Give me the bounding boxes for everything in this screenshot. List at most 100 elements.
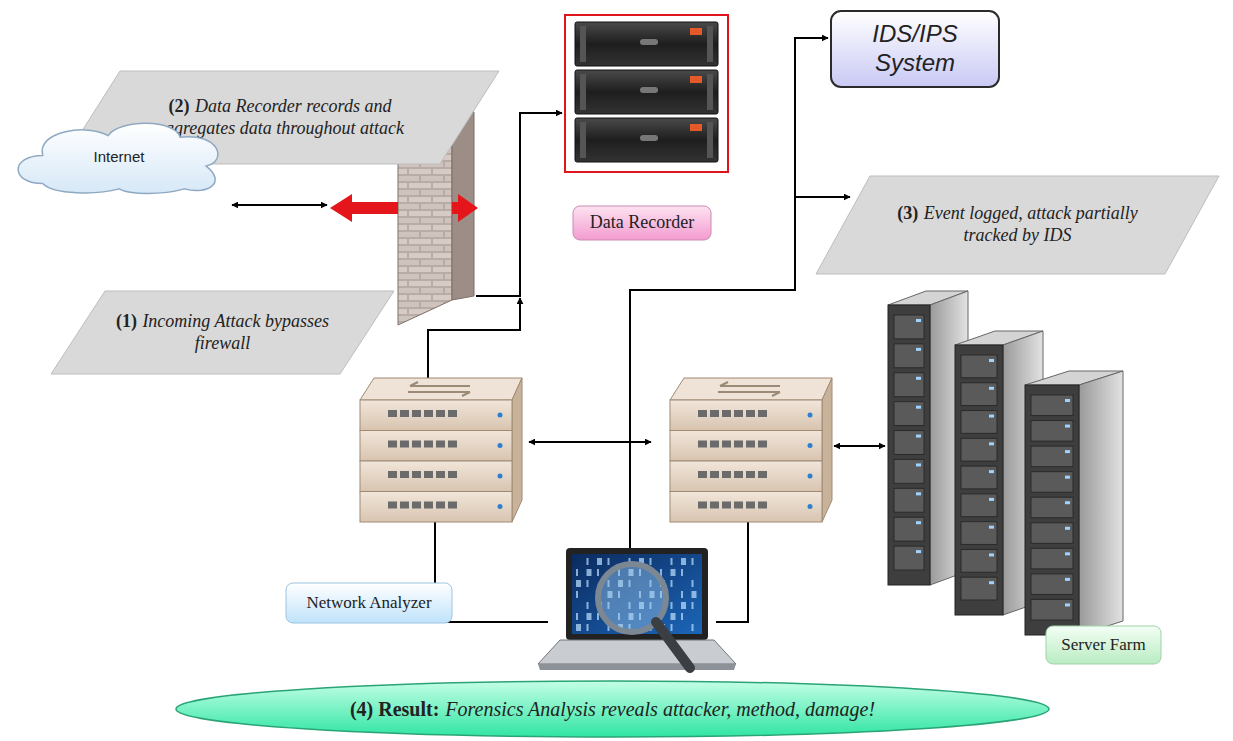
recorder-server (580, 26, 586, 62)
server-rack (1065, 527, 1070, 530)
network-switch (746, 410, 755, 417)
network-switch (718, 382, 780, 396)
analyzer-laptop (566, 548, 708, 640)
network-switch (360, 378, 832, 522)
node-outline (286, 583, 452, 623)
callout-number: (1) (116, 311, 137, 331)
server-rack (989, 498, 994, 501)
network-switch (412, 410, 421, 417)
network-switch (758, 471, 767, 478)
analyzer-laptop (692, 602, 694, 609)
node-outline (51, 291, 394, 374)
component-label: Network Analyzer (285, 582, 453, 624)
analyzer-laptop (681, 558, 686, 565)
analyzer-laptop (681, 613, 683, 620)
server-rack (1031, 497, 1073, 518)
recorder-server (580, 122, 586, 158)
network-switch (808, 413, 813, 418)
server-rack (961, 438, 997, 461)
network-wire (529, 441, 651, 443)
network-switch (412, 441, 421, 448)
network-wire (428, 298, 520, 378)
network-switch (698, 471, 707, 478)
recorder-server (690, 28, 702, 35)
network-switch (722, 471, 731, 478)
network-switch (670, 378, 832, 400)
server-rack (961, 577, 997, 600)
network-switch (498, 443, 503, 448)
network-switch (808, 474, 813, 479)
callout-number: (2) (169, 96, 190, 116)
node-outline (573, 206, 711, 240)
server-rack (894, 315, 924, 339)
analyzer-laptop (671, 558, 673, 565)
analyzer-laptop (597, 569, 599, 576)
network-switch (400, 410, 409, 417)
component-label: Server Farm (1045, 625, 1162, 665)
server-rack (961, 522, 997, 545)
server-rack (961, 383, 997, 406)
component-label: Data Recorder (572, 205, 712, 241)
network-switch (360, 492, 512, 523)
server-rack (989, 526, 994, 529)
server-rack (961, 549, 997, 572)
server-rack (916, 492, 921, 495)
network-switch (400, 471, 409, 478)
highlight-frame (565, 15, 728, 172)
server-rack (989, 470, 994, 473)
node-outline (18, 123, 218, 193)
network-switch (388, 410, 397, 417)
server-rack (989, 387, 994, 390)
network-switch (758, 502, 767, 509)
server-rack (916, 406, 921, 409)
network-switch (710, 502, 719, 509)
analyzer-laptop (576, 624, 581, 631)
network-switch (722, 441, 731, 448)
recorder-server (707, 122, 713, 158)
network-switch (360, 400, 512, 431)
network-switch (734, 502, 743, 509)
analyzer-laptop (692, 580, 694, 587)
attack-arrow (330, 194, 478, 222)
analyzer-laptop (681, 569, 683, 576)
network-wire (476, 113, 562, 296)
analyzer-laptop (671, 569, 676, 576)
analyzer-laptop (656, 622, 690, 668)
network-switch (722, 502, 731, 509)
server-rack (894, 344, 924, 368)
server-rack (1025, 385, 1079, 635)
network-switch (746, 502, 755, 509)
analyzer-laptop (597, 558, 602, 565)
network-switch (808, 443, 813, 448)
text-block: Server Farm (1061, 635, 1146, 655)
analyzer-laptop (681, 602, 686, 609)
network-switch (388, 502, 397, 509)
recorder-server (575, 22, 718, 162)
server-rack (894, 431, 924, 455)
server-rack (1065, 501, 1070, 504)
analyzer-laptop (681, 591, 683, 598)
server-rack (1031, 421, 1073, 442)
node-text: Incoming Attack bypasses firewall (142, 311, 329, 353)
network-switch (424, 471, 433, 478)
network-switch (424, 502, 433, 509)
text-block: IDS/IPS System (836, 20, 994, 78)
network-switch (746, 471, 755, 478)
network-switch (512, 378, 522, 522)
network-switch (698, 410, 707, 417)
analyzer-laptop (538, 640, 736, 664)
server-rack (989, 415, 994, 418)
network-switch (448, 502, 457, 509)
server-rack (961, 355, 997, 378)
callout-note: (1)Incoming Attack bypasses firewall (50, 290, 395, 375)
server-rack (894, 459, 924, 483)
node-text: Data Recorder (590, 212, 694, 232)
analyzer-laptop (587, 569, 592, 576)
server-rack (989, 553, 994, 556)
server-rack (961, 494, 997, 517)
node-text: Event logged, attack partially tracked b… (924, 203, 1138, 245)
server-rack (1079, 371, 1123, 635)
node-text: Data Recorder records and aggregates dat… (156, 96, 404, 138)
analyzer-laptop (608, 558, 610, 565)
recorder-server (640, 135, 658, 141)
